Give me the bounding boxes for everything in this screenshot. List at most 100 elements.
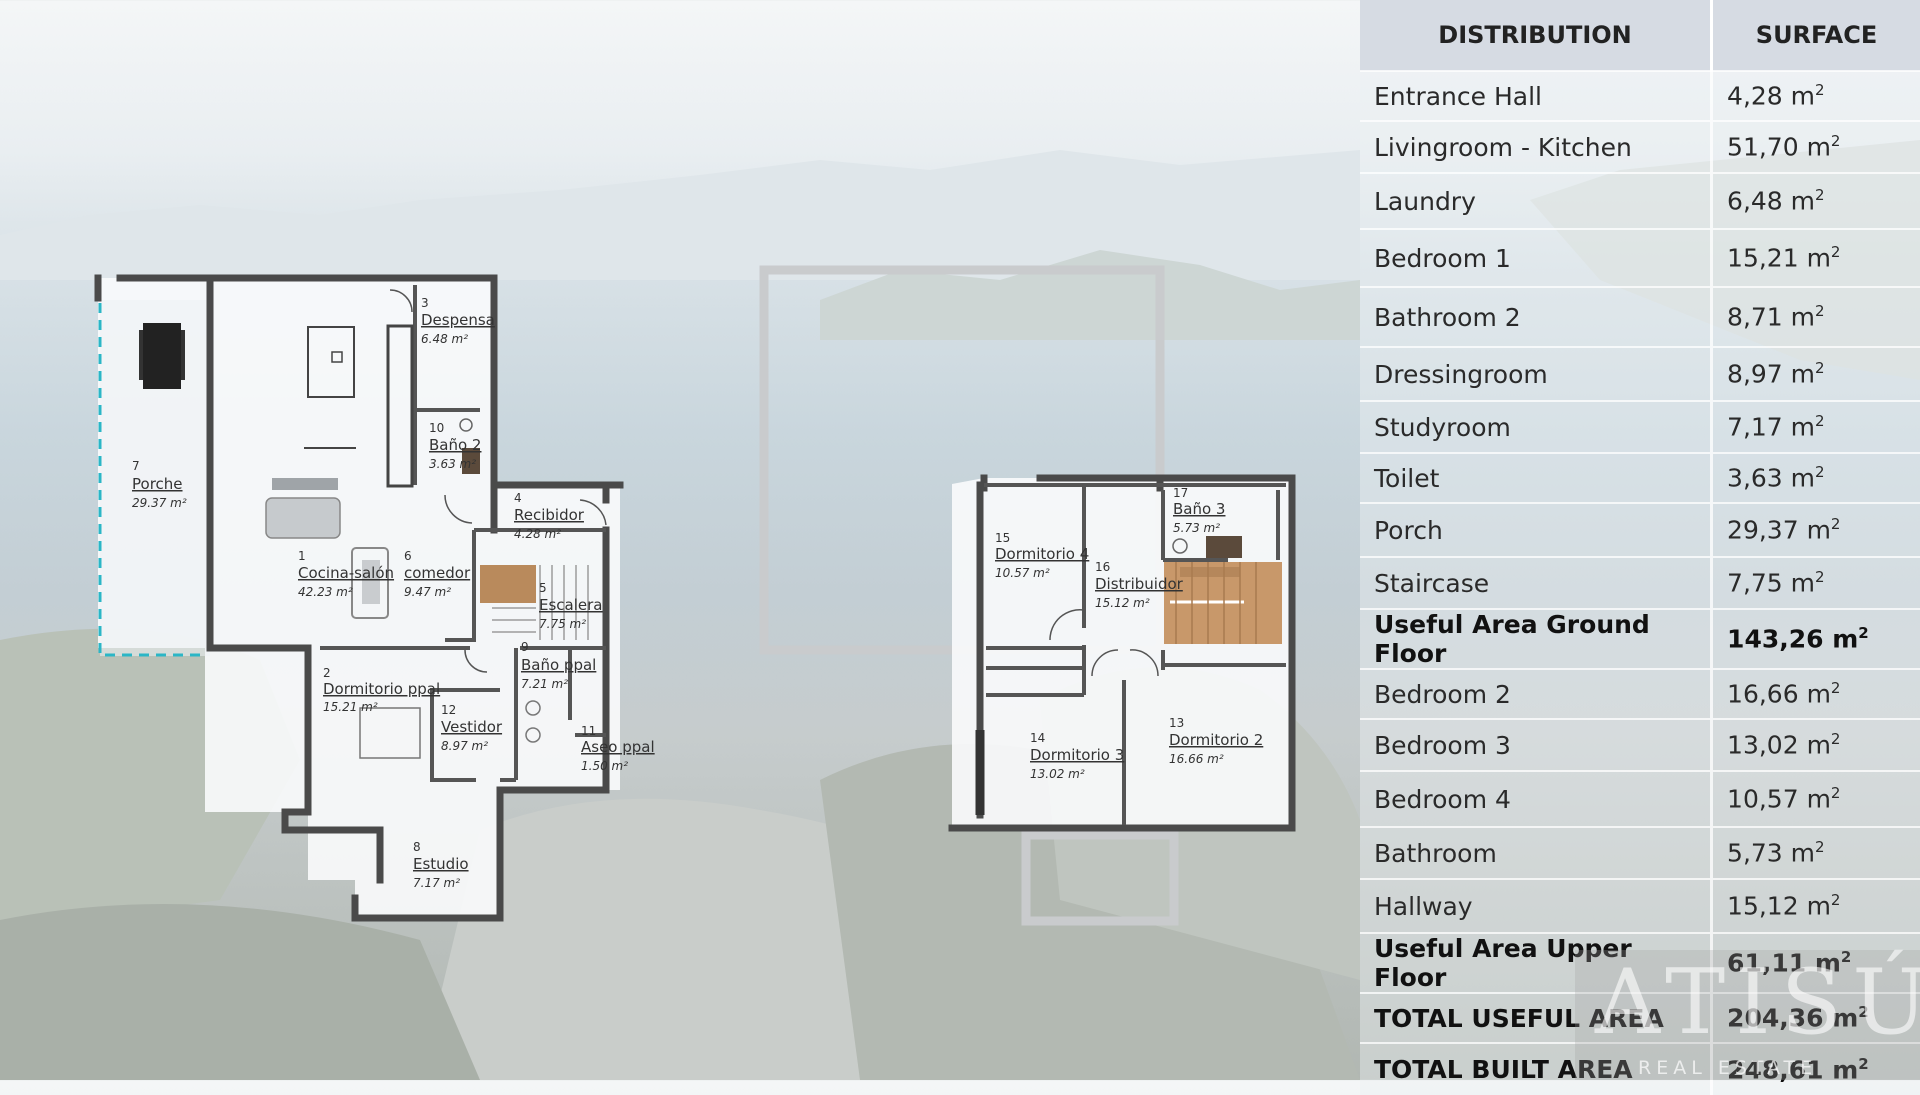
- surface-value: 6,48 m2: [1710, 172, 1920, 229]
- unit-superscript: 2: [1815, 359, 1825, 378]
- surface-number: 3,63 m: [1727, 463, 1816, 493]
- table-header-row: DISTRIBUTION SURFACE: [1360, 0, 1920, 71]
- unit-superscript: 2: [1815, 412, 1825, 431]
- unit-superscript: 2: [1815, 463, 1825, 482]
- room-area-dormitorio-ppal: 15.21 m²: [323, 700, 378, 714]
- room-num-recibidor: 4: [514, 491, 522, 505]
- room-area-despensa: 6.48 m²: [421, 332, 468, 346]
- room-num-vestidor: 12: [441, 703, 456, 717]
- room-num-dormitorio-2: 13: [1169, 716, 1184, 730]
- surface-number: 248,61 m: [1727, 1055, 1859, 1085]
- room-area-comedor: 9.47 m²: [404, 585, 451, 599]
- room-name-distribuidor: Distribuidor: [1095, 575, 1184, 593]
- room-area-bano-3: 5.73 m²: [1173, 521, 1220, 535]
- surface-value: 29,37 m2: [1710, 502, 1920, 557]
- unit-superscript: 2: [1830, 891, 1841, 910]
- room-name-cocina: Cocina-salón: [298, 564, 394, 582]
- room-num-dormitorio-ppal: 2: [323, 666, 331, 680]
- room-name-estudio: Estudio: [413, 855, 469, 873]
- surface-number: 15,21 m: [1727, 243, 1831, 273]
- room-num-bano-2: 10: [429, 421, 444, 435]
- surface-value: 4,28 m2: [1710, 70, 1920, 121]
- surface-number: 15,12 m: [1727, 891, 1831, 921]
- room-area-aseo-ppal: 1.50 m²: [581, 759, 628, 773]
- room-num-bano-ppal: 9: [521, 640, 529, 654]
- surface-value: 15,12 m2: [1710, 878, 1920, 933]
- surface-number: 204,36 m: [1727, 1003, 1859, 1033]
- distribution-header: DISTRIBUTION: [1360, 0, 1712, 71]
- surface-number: 5,73 m: [1727, 838, 1816, 868]
- surface-number: 6,48 m: [1727, 186, 1816, 216]
- room-label: Bathroom: [1360, 826, 1712, 879]
- upper-floor-plan: 17 Baño 3 5.73 m² 15 Dormitorio 4 10.57 …: [759, 265, 1296, 926]
- room-area-vestidor: 8.97 m²: [441, 739, 488, 753]
- room-label: Entrance Hall: [1360, 70, 1712, 121]
- unit-superscript: 2: [1815, 81, 1825, 100]
- room-area-escalera: 7.75 m²: [539, 617, 586, 631]
- unit-superscript: 2: [1830, 515, 1841, 534]
- room-label: Porch: [1360, 502, 1712, 557]
- surface-value: 8,97 m2: [1710, 346, 1920, 401]
- unit-superscript: 2: [1830, 679, 1841, 698]
- room-name-recibidor: Recibidor: [514, 506, 585, 524]
- unit-superscript: 2: [1815, 302, 1825, 321]
- room-num-estudio: 8: [413, 840, 421, 854]
- surface-value: 13,02 m2: [1710, 718, 1920, 771]
- unit-superscript: 2: [1840, 948, 1852, 967]
- room-area-estudio: 7.17 m²: [413, 876, 460, 890]
- surface-value: 3,63 m2: [1710, 452, 1920, 503]
- table-row: TOTAL USEFUL AREA 204,36 m2: [1360, 992, 1920, 1043]
- surface-number: 61,11 m: [1727, 948, 1841, 978]
- surface-number: 16,66 m: [1727, 679, 1831, 709]
- room-num-comedor: 6: [404, 549, 412, 563]
- room-name-escalera: Escalera: [539, 596, 603, 614]
- room-name-despensa: Despensa: [421, 311, 495, 329]
- surface-value: 7,17 m2: [1710, 400, 1920, 453]
- surface-number: 143,26 m: [1727, 624, 1859, 654]
- unit-superscript: 2: [1815, 186, 1825, 205]
- room-name-dormitorio-3: Dormitorio 3: [1030, 746, 1124, 764]
- room-area-cocina: 42.23 m²: [298, 585, 353, 599]
- unit-superscript: 2: [1830, 132, 1841, 151]
- room-num-dormitorio-4: 15: [995, 531, 1010, 545]
- room-num-porche: 7: [132, 459, 140, 473]
- room-name-porche: Porche: [132, 475, 183, 493]
- room-num-cocina: 1: [298, 549, 306, 563]
- room-area-recibidor: 4.28 m²: [514, 527, 561, 541]
- room-label: Bathroom 2: [1360, 286, 1712, 347]
- unit-superscript: 2: [1858, 1003, 1869, 1022]
- surface-number: 29,37 m: [1727, 515, 1831, 545]
- room-name-bano-2: Baño 2: [429, 436, 481, 454]
- room-label: TOTAL USEFUL AREA: [1360, 992, 1712, 1043]
- room-label: Laundry: [1360, 172, 1712, 229]
- room-label: Bedroom 2: [1360, 668, 1712, 719]
- room-name-vestidor: Vestidor: [441, 718, 503, 736]
- floor-plans: 7 Porche 29.37 m² 1 Cocina-salón 42.23 m…: [94, 265, 1296, 926]
- room-num-dormitorio-3: 14: [1030, 731, 1045, 745]
- room-name-bano-3: Baño 3: [1173, 500, 1225, 518]
- surface-number: 8,97 m: [1727, 359, 1816, 389]
- surface-number: 4,28 m: [1727, 81, 1816, 111]
- surface-value: 5,73 m2: [1710, 826, 1920, 879]
- table-row: Bedroom 2 16,66 m2: [1360, 668, 1920, 719]
- surface-header: SURFACE: [1710, 0, 1920, 71]
- room-label: Bedroom 4: [1360, 770, 1712, 827]
- ground-floor-plan: 7 Porche 29.37 m² 1 Cocina-salón 42.23 m…: [94, 274, 655, 922]
- room-area-dormitorio-3: 13.02 m²: [1030, 767, 1085, 781]
- logo-background: [1575, 950, 1920, 1080]
- unit-superscript: 2: [1858, 624, 1869, 643]
- logo-wordmark: ATISÚ: [1595, 950, 1920, 1055]
- room-label: Hallway: [1360, 878, 1712, 933]
- room-num-escalera: 5: [539, 581, 547, 595]
